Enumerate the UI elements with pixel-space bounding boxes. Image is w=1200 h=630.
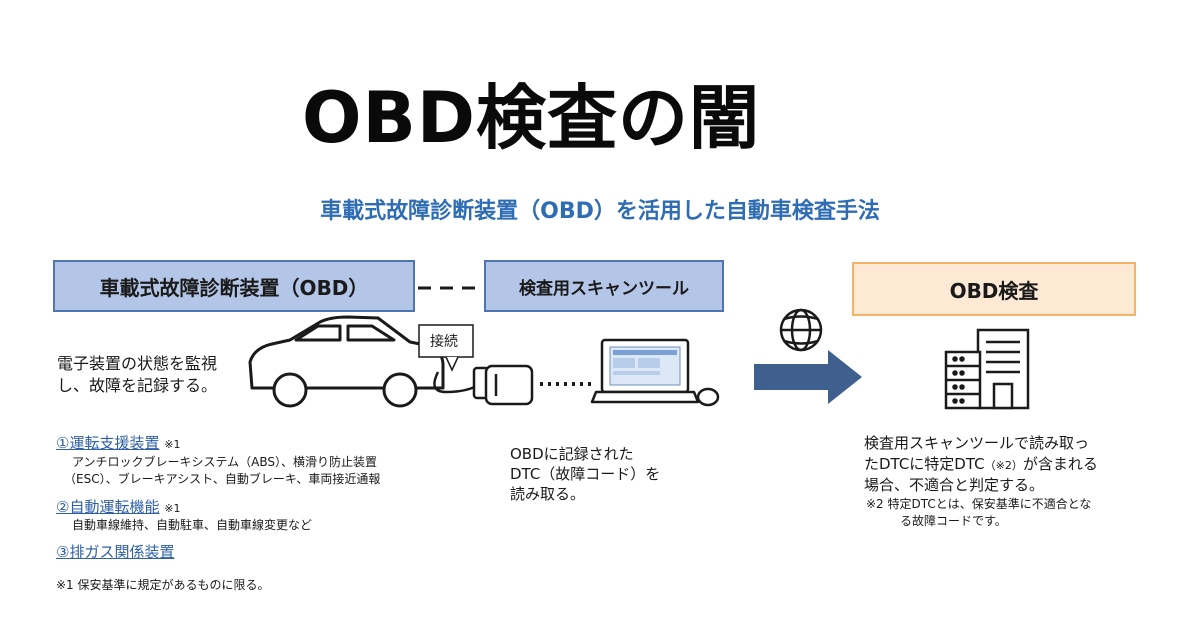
- obd-device-box: 車載式故障診断装置（OBD）: [53, 260, 415, 312]
- right-text-line2-a: たDTCに特定DTC: [864, 455, 985, 473]
- diagram-subtitle: 車載式故障診断装置（OBD）を活用した自動車検査手法: [320, 199, 880, 224]
- item-driver-assist-label[interactable]: ①運転支援装置: [56, 434, 160, 452]
- item-auto-driving: ②自動運転機能 ※1: [56, 496, 180, 517]
- item-emission: ③排ガス関係装置: [56, 541, 174, 562]
- obd-inspection-box: OBD検査: [852, 262, 1136, 316]
- item-driver-assist-mark: ※1: [164, 438, 181, 451]
- scan-tool-box: 検査用スキャンツール: [484, 260, 724, 312]
- item-auto-driving-mark: ※1: [164, 502, 181, 515]
- scan-tool-label: 検査用スキャンツール: [519, 278, 689, 299]
- right-note-line2: る故障コードです。: [900, 514, 1007, 528]
- arrow-right-icon: [754, 350, 862, 404]
- page-title: OBD検査の闇: [302, 77, 760, 159]
- item-driver-assist: ①運転支援装置 ※1: [56, 432, 180, 453]
- right-text-line1: 検査用スキャンツールで読み取っ: [864, 434, 1090, 452]
- item-emission-label[interactable]: ③排ガス関係装置: [56, 543, 175, 561]
- globe-icon: [779, 308, 823, 352]
- item-auto-driving-detail-line1: 自動車線維持、自動駐車、自動車線変更など: [72, 518, 313, 532]
- item-driver-assist-detail-line1: アンチロックブレーキシステム（ABS）、横滑り防止装置: [72, 455, 378, 469]
- obd-description-line2: し、故障を記録する。: [57, 376, 218, 395]
- right-text-line3: 場合、不適合と判定する。: [864, 476, 1045, 494]
- obd-connector-icon: [472, 364, 534, 406]
- right-text-line2: たDTCに特定DTC（※2）が含まれる: [864, 453, 1098, 474]
- right-note-line1: ※2 特定DTCとは、保安基準に不適合とな: [866, 497, 1092, 511]
- callout-pointer: [445, 356, 459, 372]
- laptop-icon: [590, 338, 720, 407]
- obd-description-line1: 電子装置の状態を監視: [57, 354, 218, 373]
- item-driver-assist-detail-line2: （ESC）、ブレーキアシスト、自動ブレーキ、車両接近通報: [64, 472, 381, 486]
- center-text-line3: 読み取る。: [510, 485, 586, 503]
- server-building-icon: [944, 328, 1030, 410]
- footnote-1: ※1 保安基準に規定があるものに限る。: [56, 578, 270, 592]
- right-text-line2-b: が含まれる: [1022, 455, 1098, 473]
- connection-callout-box: [418, 324, 474, 358]
- obd-inspection-label: OBD検査: [949, 278, 1039, 303]
- center-text-line2: DTC（故障コード）を: [510, 465, 661, 483]
- connection-label: 接続: [430, 334, 458, 350]
- center-text-line1: OBDに記録された: [510, 445, 634, 463]
- right-text-line2-mark: （※2）: [984, 459, 1023, 472]
- item-auto-driving-label[interactable]: ②自動運転機能: [56, 498, 160, 516]
- obd-device-label: 車載式故障診断装置（OBD）: [99, 275, 369, 300]
- cable-line: [433, 371, 481, 394]
- car-icon: [248, 315, 445, 408]
